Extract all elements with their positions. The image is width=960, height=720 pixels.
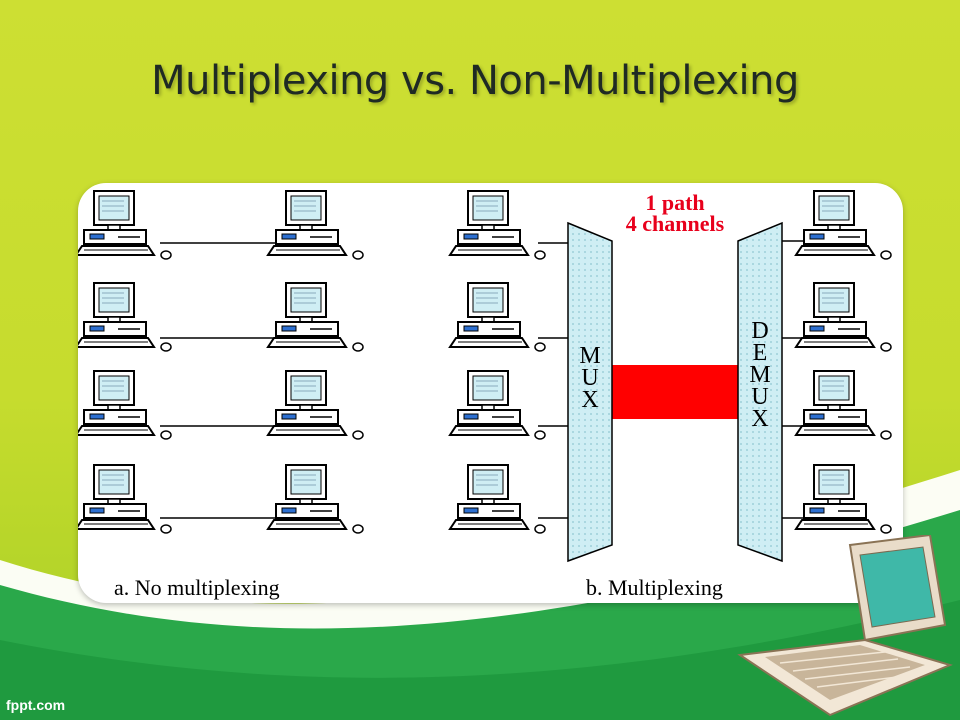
computer-icon [795,282,892,352]
demux-letter: D [751,318,768,344]
computer-icon [795,464,892,534]
mux-device [567,221,613,563]
path-label-line2: 4 channels [626,211,725,236]
computer-icon [267,464,364,534]
computer-icon [78,464,172,534]
slide-title: Multiplexing vs. Non-Multiplexing [151,58,799,104]
demux-letter: U [751,384,768,410]
footer-brand: fppt.com [6,697,66,713]
no-mux-links [160,242,288,519]
computer-icon [267,370,364,440]
computer-icon [78,190,172,260]
laptop-icon [737,535,953,717]
mux-letter: M [579,343,600,369]
demux-letter: X [751,406,768,432]
computer-icon [78,282,172,352]
computer-icon [795,370,892,440]
computer-icon [795,190,892,260]
demux-device [737,221,783,563]
multiplexing-diagram: M U X D E M U X 1 path 4 channels a. No … [78,190,892,600]
mux-letter: U [581,365,598,391]
caption-multiplexing: b. Multiplexing [586,575,723,600]
mux-letter: X [581,387,598,413]
demux-letter: E [753,340,768,366]
shared-link [610,365,738,419]
computer-icon [267,282,364,352]
demux-letter: M [749,362,770,388]
computer-icon [449,370,546,440]
caption-no-multiplexing: a. No multiplexing [114,575,280,600]
computer-icon [267,190,364,260]
computer-icon [449,464,546,534]
path-label-line1: 1 path [645,190,704,215]
computer-icon [449,282,546,352]
mux-input-links [538,242,573,519]
computer-icon [78,370,172,440]
computer-icon [449,190,546,260]
diagram-panel: M U X D E M U X 1 path 4 channels a. No … [78,183,903,603]
